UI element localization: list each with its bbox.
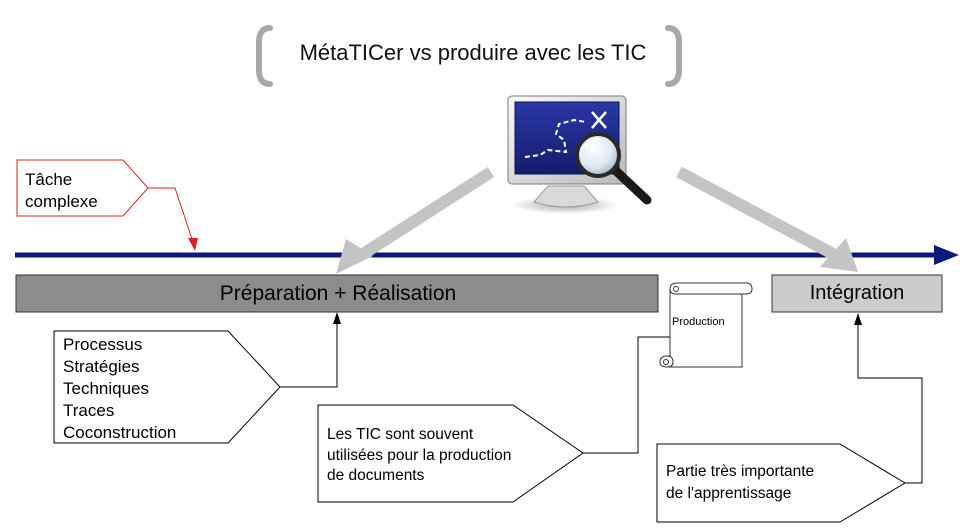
list-item: Techniques xyxy=(63,379,150,398)
tache-callout-shape xyxy=(16,159,149,217)
production-scroll-label: Production xyxy=(672,316,725,328)
tache-callout-arrowhead xyxy=(188,238,198,251)
magnifier-icon xyxy=(575,132,652,205)
tic-callout-shape xyxy=(317,404,584,503)
tic-line: Les TIC sont souvent xyxy=(327,426,474,443)
tic-production-label: Les TIC sont souvent utilisées pour la p… xyxy=(327,425,511,487)
integration-bar-label: Intégration xyxy=(809,282,905,304)
partie-line: de l'apprentissage xyxy=(666,485,792,502)
tache-callout-pointer xyxy=(148,187,194,243)
partie-arrowhead xyxy=(854,313,862,325)
tache-complexe-label: Tâche complexe xyxy=(25,169,98,213)
title-left-bracket xyxy=(256,25,273,87)
title-right-bracket xyxy=(665,25,682,87)
gray-arrow-right-head xyxy=(820,238,858,272)
list-item: Coconstruction xyxy=(63,423,177,442)
integration-bar xyxy=(771,274,943,313)
gray-arrow-right-shaft xyxy=(676,166,838,261)
process-connector xyxy=(280,322,338,388)
partie-line: Partie très importante xyxy=(666,463,815,480)
gray-arrow-left-head xyxy=(336,239,373,274)
partie-importante-label: Partie très importante de l'apprentissag… xyxy=(666,461,814,505)
tic-connector xyxy=(583,336,672,454)
process-callout-shape xyxy=(53,330,281,444)
preparation-bar-label: Préparation + Réalisation xyxy=(219,282,457,305)
tic-line: de documents xyxy=(327,467,425,484)
list-item: Processus xyxy=(63,335,143,354)
page-title: MétaTICer vs produire avec les TIC xyxy=(299,40,647,65)
timeline-arrowhead xyxy=(934,245,959,265)
list-item: Traces xyxy=(63,401,115,420)
gray-arrow-left-shaft xyxy=(356,166,495,262)
partie-connector xyxy=(857,324,923,484)
scroll-icon xyxy=(659,282,753,368)
process-list: Processus Stratégies Techniques Traces C… xyxy=(63,334,176,444)
tache-line: complexe xyxy=(25,192,98,211)
list-item: Stratégies xyxy=(63,357,140,376)
process-arrowhead xyxy=(333,312,341,324)
tic-line: utilisées pour la production xyxy=(327,446,512,464)
tache-line: Tâche xyxy=(25,170,73,189)
partie-callout-shape xyxy=(656,443,906,523)
